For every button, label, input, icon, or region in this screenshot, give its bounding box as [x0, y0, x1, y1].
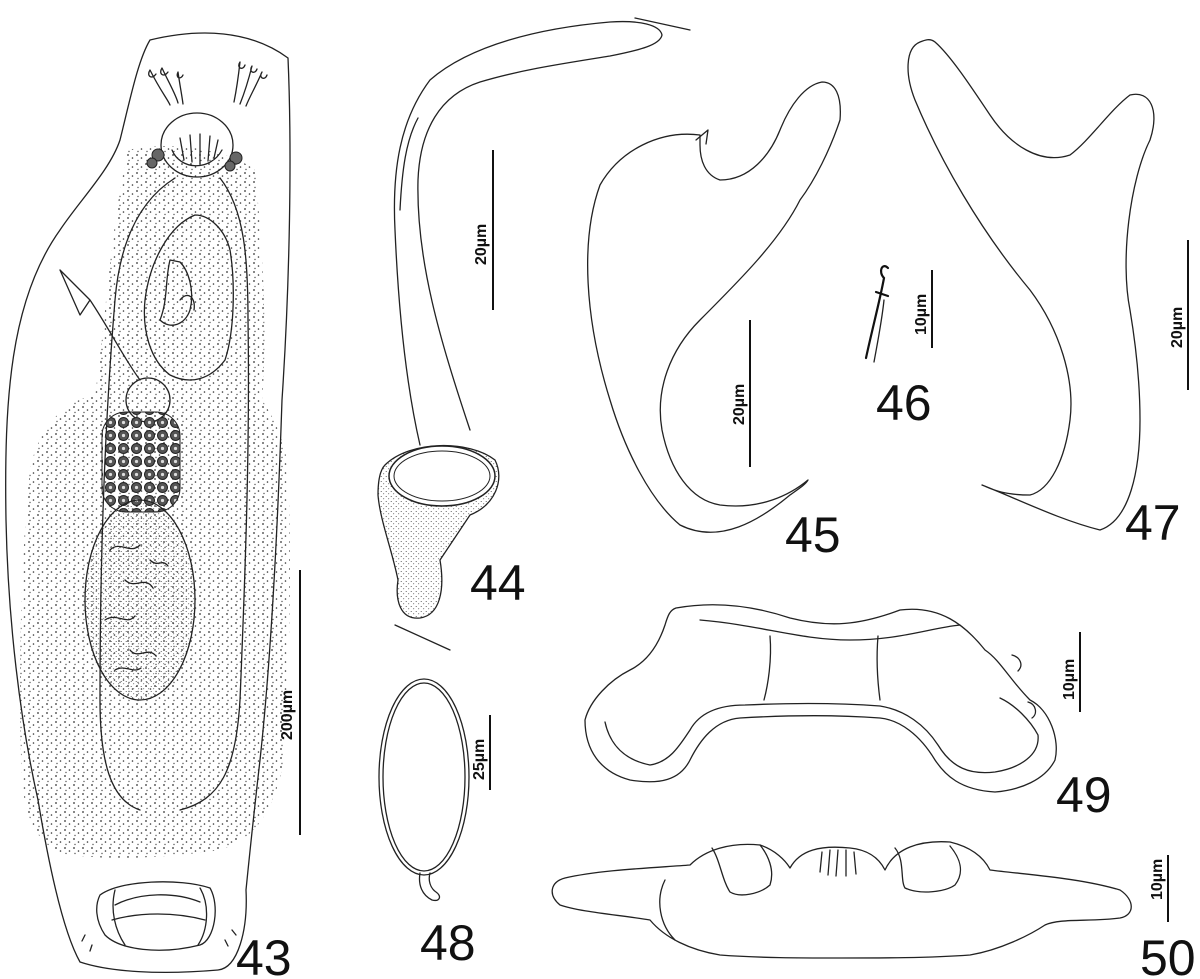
scale-label-44: 20µm — [473, 224, 490, 265]
cephalic-gland-right — [233, 61, 268, 107]
figure-number-44: 44 — [470, 555, 526, 611]
vagina — [59, 269, 141, 381]
cephalic-gland-left — [148, 67, 184, 106]
copulatory-rim — [388, 445, 496, 507]
intestine-right — [179, 177, 250, 811]
figure-number-45: 45 — [785, 507, 841, 563]
figure-44-copulatory-organ: 20µm 44 — [377, 17, 691, 651]
anchor-outline-45 — [587, 81, 841, 533]
male-copulatory-organ — [159, 259, 195, 326]
figure-46-hooklet: 10µm 46 — [864, 265, 933, 431]
figure-number-46: 46 — [876, 375, 932, 431]
figure-49-bar: 10µm 49 — [584, 604, 1112, 823]
hooklet — [864, 265, 890, 360]
figure-47-anchor: 20µm 47 — [907, 39, 1189, 551]
figure-43-whole-worm: 200µm 43 — [5, 32, 301, 979]
body-outline — [5, 32, 291, 974]
copulatory-tube — [393, 20, 663, 446]
egg-filament — [418, 872, 441, 902]
copulatory-sac — [143, 214, 234, 381]
figure-48-egg: 25µm 48 — [378, 678, 491, 971]
bar-outline-49 — [584, 604, 1057, 793]
scale-label-43: 200µm — [279, 690, 296, 740]
bar-outline-50 — [551, 841, 1132, 959]
egg-shell — [378, 678, 470, 876]
figure-number-47: 47 — [1125, 495, 1181, 551]
figure-number-48: 48 — [420, 915, 476, 971]
scale-label-49: 10µm — [1061, 659, 1078, 700]
scale-label-46: 10µm — [913, 294, 930, 335]
pharynx — [160, 112, 234, 178]
eye-spot-left — [151, 148, 165, 162]
ovary — [101, 411, 181, 513]
figure-number-49: 49 — [1056, 767, 1112, 823]
scale-label-48: 25µm — [471, 739, 488, 780]
scale-label-47: 20µm — [1169, 307, 1186, 348]
figure-45-anchor: 20µm 45 — [587, 81, 841, 563]
figure-number-50: 50 — [1140, 930, 1196, 979]
testis — [84, 499, 196, 701]
haptor — [81, 881, 237, 952]
scale-label-45: 20µm — [731, 384, 748, 425]
figure-number-43: 43 — [236, 930, 292, 979]
scale-label-50: 10µm — [1149, 859, 1166, 900]
figure-50-bar: 10µm 50 — [551, 841, 1196, 979]
anchor-outline-47 — [907, 39, 1155, 531]
